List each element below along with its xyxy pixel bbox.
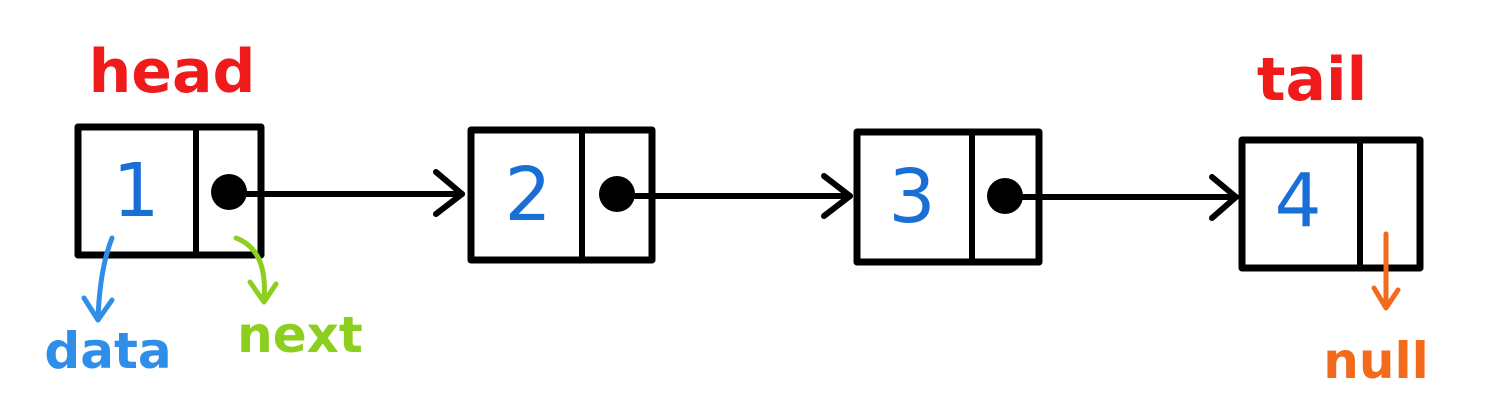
- node-3-next-pointer: [987, 178, 1023, 214]
- next-callout-arrow-head: [247, 279, 279, 305]
- next-arrow-3-head: [1209, 174, 1239, 221]
- head-label: head: [89, 37, 256, 107]
- data-callout-arrow: [95, 235, 115, 321]
- null-label: null: [1323, 332, 1428, 390]
- list-node-4: 4: [1238, 136, 1424, 272]
- next-arrow-3-to-4: [1020, 174, 1239, 221]
- null-callout-arrow-head: [1371, 285, 1401, 311]
- node-1-value: 1: [112, 148, 159, 234]
- next-arrow-2-head: [821, 173, 853, 219]
- list-node-2: 2: [467, 126, 656, 264]
- next-arrow-2-to-3: [632, 173, 853, 219]
- data-callout: data: [44, 235, 172, 380]
- data-label: data: [44, 322, 171, 380]
- next-callout-arrow: [233, 235, 267, 303]
- next-label: next: [237, 306, 363, 364]
- node-2-value: 2: [504, 152, 551, 238]
- tail-label: tail: [1257, 45, 1367, 115]
- next-callout: next: [233, 235, 363, 364]
- list-node-1: 1: [74, 123, 265, 259]
- node-4-value: 4: [1274, 158, 1321, 244]
- null-callout: null: [1323, 231, 1429, 390]
- node-3-value: 3: [888, 154, 935, 240]
- next-arrow-1-head: [433, 169, 465, 217]
- list-node-3: 3: [853, 128, 1043, 266]
- node-1-next-pointer: [211, 174, 247, 210]
- data-callout-arrow-head: [81, 295, 115, 323]
- node-2-next-pointer: [599, 176, 635, 212]
- next-arrow-1-to-2: [244, 169, 465, 217]
- node-4-box: [1238, 136, 1424, 272]
